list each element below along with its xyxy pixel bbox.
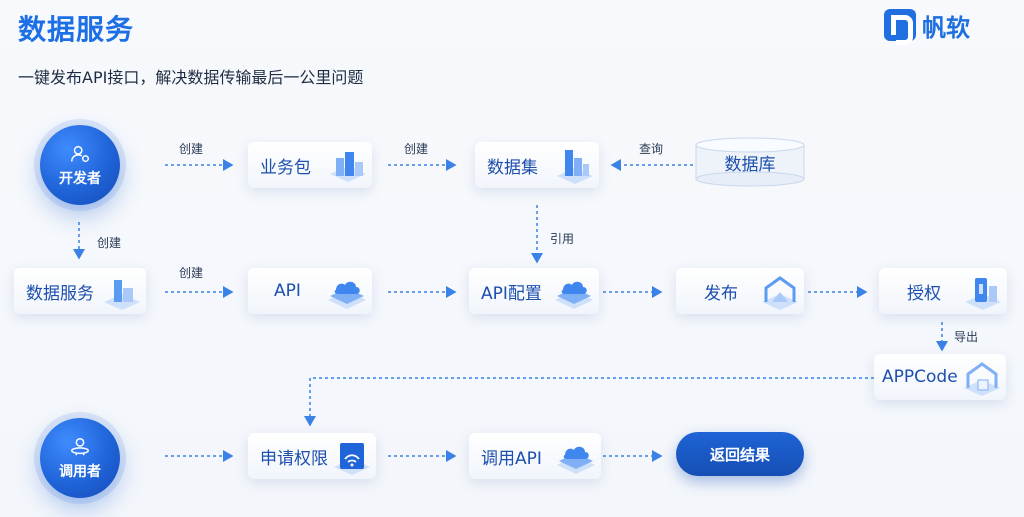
node-appcode[interactable]: APPCode [874,354,1006,400]
node-return-result[interactable]: 返回结果 [676,432,804,476]
node-api-config-label: API配置 [481,283,542,304]
edge-label-create: 创建 [179,266,204,280]
edge-label-export: 导出 [954,330,979,344]
node-api-label: API [274,281,301,301]
stacked-bars-icon [557,150,593,184]
appcode-house-icon [964,362,1000,396]
node-call-api-label: 调用API [481,448,542,469]
node-appcode-label: APPCode [882,367,958,387]
node-publish-label: 发布 [704,283,738,304]
node-apply-permission-label: 申请权限 [260,448,328,469]
page-subtitle: 一键发布API接口，解决数据传输最后一公里问题 [18,68,364,87]
caller-user-icon [71,437,89,455]
edge-label-query: 查询 [639,142,664,156]
node-business-package-label: 业务包 [260,157,311,178]
actor-caller: 调用者 [40,418,120,498]
node-authorize[interactable]: 授权 [879,268,1007,314]
actor-caller-label: 调用者 [59,463,101,480]
node-api[interactable]: API [248,268,372,314]
node-database[interactable]: 数据库 [695,137,805,187]
node-apply-permission[interactable]: 申请权限 [248,433,376,479]
database-cylinder-icon [695,137,805,187]
cloud-layers-icon [328,281,366,309]
edge-label-create: 创建 [179,142,204,156]
actor-developer-label: 开发者 [59,170,101,187]
node-dataset-label: 数据集 [487,157,538,178]
edge-label-create: 创建 [97,236,122,250]
node-authorize-label: 授权 [907,283,941,304]
page-title: 数据服务 [18,13,135,46]
data-service-blocks-icon [104,280,140,310]
edge-appcode-to-apply-permission [304,377,874,427]
node-call-api[interactable]: 调用API [469,433,601,479]
node-database-label: 数据库 [724,154,776,175]
edge-label-create: 创建 [404,142,429,156]
node-api-config[interactable]: API配置 [469,268,599,314]
node-publish[interactable]: 发布 [676,268,804,314]
key-lock-icon [965,278,1001,310]
node-business-package[interactable]: 业务包 [248,142,372,188]
node-data-service-label: 数据服务 [26,283,94,304]
brand-logo-text: 帆软 [922,13,970,42]
node-data-service[interactable]: 数据服务 [14,268,146,314]
bar-blocks-icon [330,152,366,182]
actor-developer: 开发者 [40,125,120,205]
node-dataset[interactable]: 数据集 [475,142,599,188]
wifi-card-icon [334,443,370,475]
publish-house-icon [762,276,798,310]
cloud-layers-icon [557,446,595,474]
developer-gear-icon [71,145,89,162]
edge-label-reference: 引用 [550,232,575,246]
brand-logo: 帆软 [884,7,970,45]
cloud-layers-icon [555,281,593,309]
brand-mark-icon [884,9,916,45]
